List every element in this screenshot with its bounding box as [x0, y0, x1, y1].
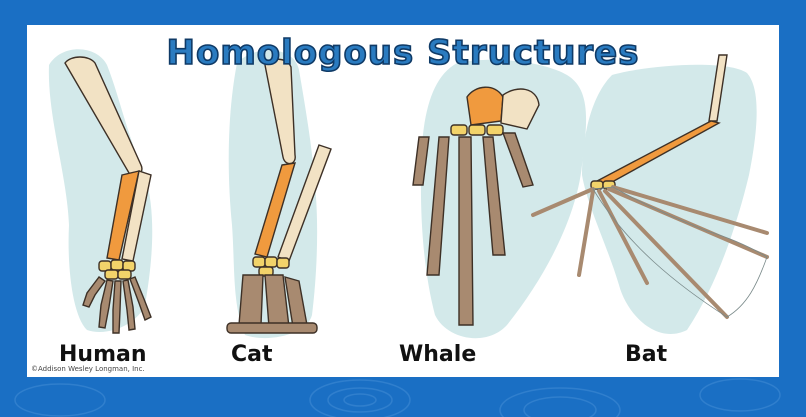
- label-human: Human: [59, 342, 147, 367]
- label-cat: Cat: [231, 342, 273, 367]
- label-whale: Whale: [399, 342, 476, 367]
- limb-diagram: [27, 25, 779, 377]
- silhouette-shadows: [49, 49, 757, 338]
- diagram-title: Homologous Structures: [27, 33, 779, 73]
- label-bat: Bat: [625, 342, 667, 367]
- diagram-panel: Homologous Structures Human Cat Whale Ba…: [27, 25, 779, 377]
- copyright-credit: ©Addison Wesley Longman, Inc.: [31, 365, 145, 373]
